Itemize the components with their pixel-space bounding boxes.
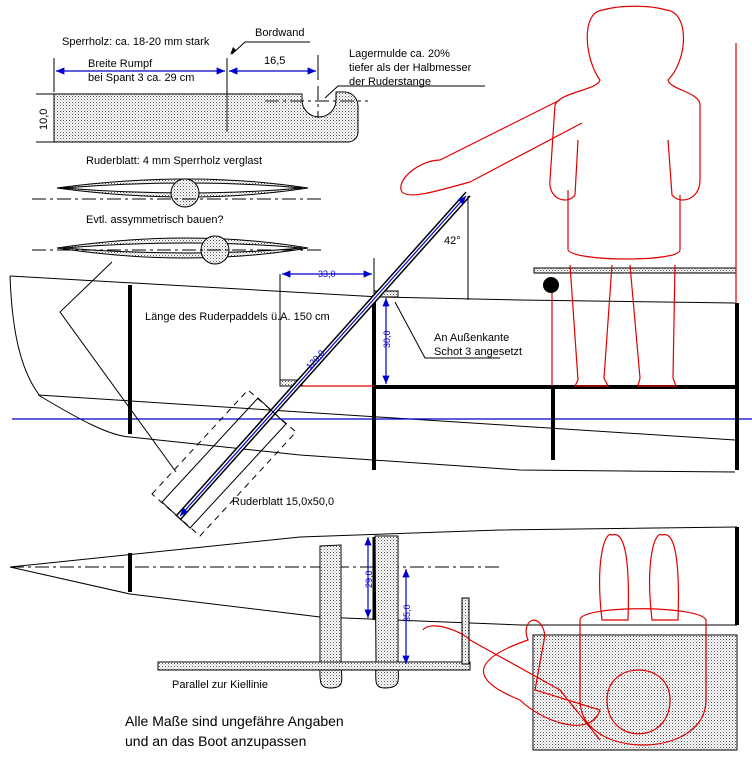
note-line-2: und an das Boot anzupassen bbox=[125, 733, 306, 749]
lager-label-2: tiefer als der Halbmesser bbox=[349, 62, 472, 74]
seat bbox=[533, 267, 737, 274]
blade-size-label: Ruderblatt 15,0x50,0 bbox=[232, 496, 334, 508]
oar-shaft-dimension bbox=[179, 195, 467, 517]
side-view: 33,0 30,0 An Außenkante Schot 3 angesetz… bbox=[9, 5, 752, 537]
keel-parallel-bar bbox=[157, 661, 471, 671]
dim-29: 29,0 bbox=[364, 570, 374, 588]
parallel-label: Parallel zur Kiellinie bbox=[172, 679, 268, 691]
lager-label-3: der Ruderstange bbox=[349, 76, 431, 88]
blade-section-symmetric bbox=[56, 178, 309, 198]
oarlock-pin bbox=[543, 277, 559, 293]
plywood-block bbox=[53, 91, 359, 143]
person-side-figure bbox=[549, 5, 701, 387]
chine-line bbox=[37, 394, 736, 441]
dim-33: 33,0 bbox=[318, 269, 336, 279]
edge-label-2: Schot 3 angesetzt bbox=[434, 346, 522, 358]
bordwand-leader bbox=[231, 41, 310, 55]
length-label: Länge des Ruderpaddels ü.A. 150 cm bbox=[145, 311, 330, 323]
dim-35: 35,0 bbox=[402, 604, 412, 622]
note-line-1: Alle Maße sind ungefähre Angaben bbox=[125, 713, 344, 729]
angle-label: 42° bbox=[444, 235, 461, 247]
breite-label-1: Breite Rumpf bbox=[88, 58, 153, 70]
lager-label-1: Lagermulde ca. 20% bbox=[349, 48, 450, 60]
blade-section-label-2: Evtl. assymmetrisch bauen? bbox=[86, 214, 224, 226]
seat-top bbox=[532, 634, 738, 751]
edge-label-1: An Außenkante bbox=[434, 332, 509, 344]
hull-bottom-line bbox=[9, 275, 736, 473]
blade-section-label-1: Ruderblatt: 4 mm Sperrholz verglast bbox=[86, 155, 262, 167]
person-arm bbox=[400, 99, 583, 196]
bearing-block-section: Sperrholz: ca. 18-20 mm stark Bordwand B… bbox=[36, 27, 485, 143]
shaft-section-1 bbox=[170, 178, 200, 208]
breite-label-2: bei Spant 3 ca. 29 cm bbox=[88, 72, 194, 84]
blade-sections: Ruderblatt: 4 mm Sperrholz verglast Evtl… bbox=[32, 155, 325, 265]
bordwand-label: Bordwand bbox=[255, 27, 305, 39]
oar-blade-outline bbox=[161, 397, 287, 529]
lager-leader bbox=[324, 85, 485, 99]
dim-30: 30,0 bbox=[382, 330, 392, 348]
person-top-figure bbox=[482, 533, 707, 746]
blade-section-asymmetric bbox=[56, 237, 309, 259]
dim-height: 10,0 bbox=[38, 109, 50, 130]
top-view: 29,0 35,0 Parallel zur Kiellinie bbox=[9, 526, 739, 751]
top-hull-upper bbox=[9, 526, 738, 568]
dim-16-5: 16,5 bbox=[264, 55, 285, 67]
material-label: Sperrholz: ca. 18-20 mm stark bbox=[62, 36, 210, 48]
